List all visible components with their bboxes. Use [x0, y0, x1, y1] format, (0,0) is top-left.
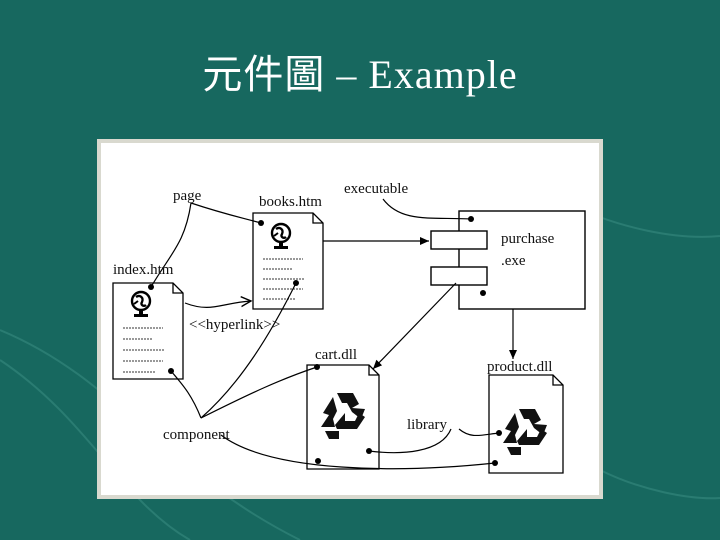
exe-label: .exe	[501, 253, 526, 269]
diagram-canvas: page books.htm executable index.htm purc…	[112, 181, 586, 474]
purchase-exe-component	[430, 210, 586, 310]
hyperlink-arrow	[184, 301, 251, 308]
hyperlink-label: <<hyperlink>>	[189, 317, 280, 333]
purchase-to-cart-arrow	[372, 282, 457, 370]
library-note-line-cart	[368, 428, 452, 454]
index-htm-label: index.htm	[113, 262, 174, 278]
connector-dots	[148, 216, 502, 466]
product-dll-label: product.dll	[487, 359, 552, 375]
index-htm-document	[112, 282, 184, 380]
books-htm-label: books.htm	[259, 194, 322, 210]
component-note-line-product	[220, 434, 496, 470]
library-note-line-product	[458, 428, 500, 437]
component-note-line-cart	[200, 366, 318, 419]
page-note-line-index	[150, 202, 192, 288]
page-label: page	[173, 188, 202, 204]
cart-dll-label: cart.dll	[315, 347, 357, 363]
page-note-line-books	[190, 202, 262, 224]
slide-title: 元件圖 – Example	[202, 52, 518, 97]
library-label: library	[407, 417, 447, 433]
product-dll-document	[488, 374, 564, 474]
component-diagram: page books.htm executable index.htm purc…	[97, 139, 603, 499]
executable-note-line	[382, 198, 472, 220]
component-note-line-books	[200, 282, 297, 419]
connectors	[150, 198, 517, 470]
purchase-label: purchase	[501, 231, 555, 247]
component-label: component	[163, 427, 230, 443]
cart-dll-document	[306, 364, 380, 470]
executable-label: executable	[344, 181, 408, 197]
books-htm-document	[252, 212, 324, 310]
component-note-line-index	[170, 370, 202, 419]
